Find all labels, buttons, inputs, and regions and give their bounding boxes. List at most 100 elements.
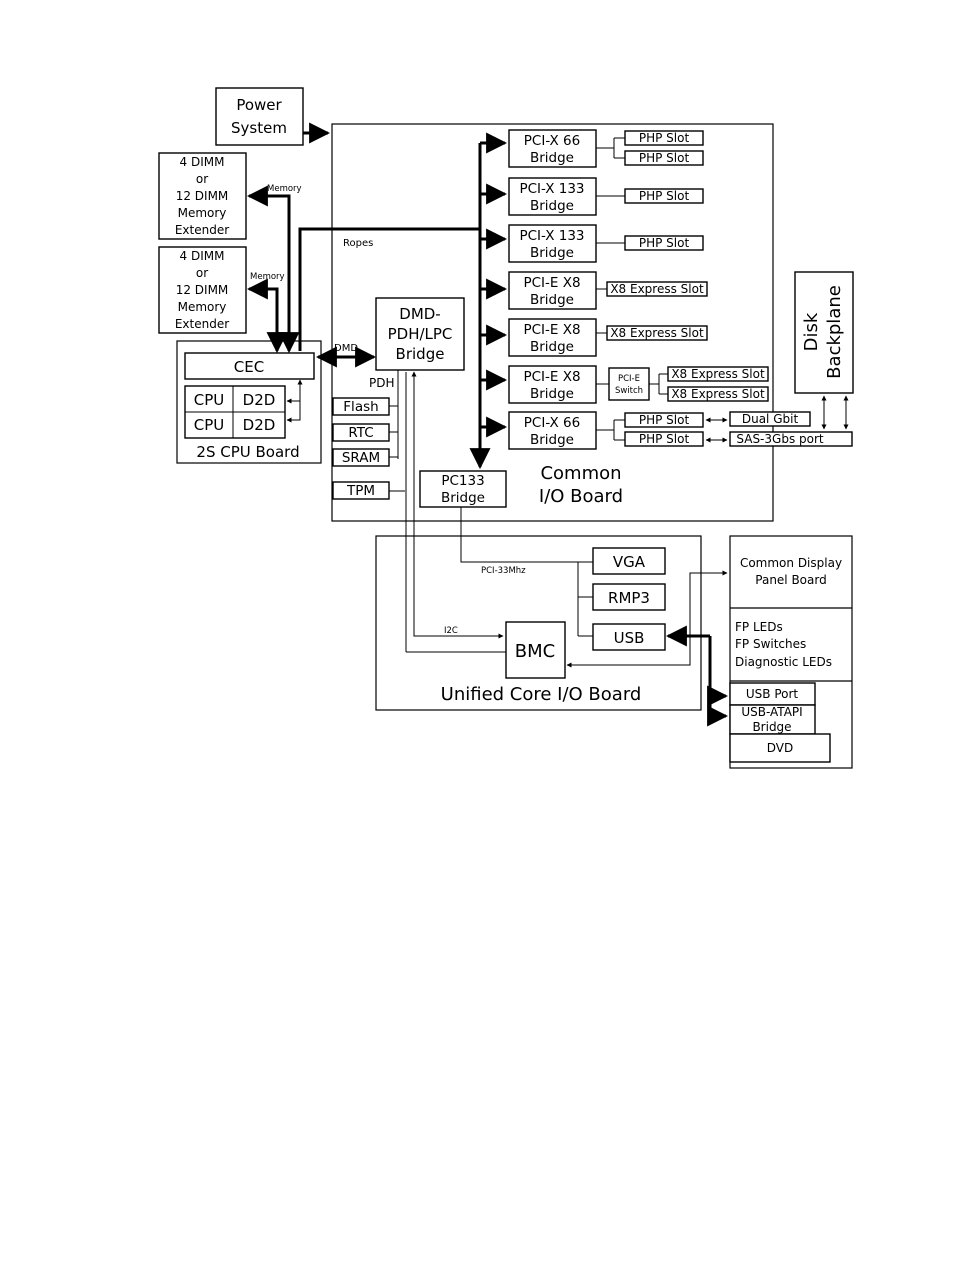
mem1-line-4: Memory: [178, 206, 227, 220]
rmp3-block: RMP3: [592, 583, 666, 611]
memory-extender-1: 4 DIMM or 12 DIMM Memory Extender: [158, 152, 247, 240]
bridge-2-line-1: PCI-X 133: [519, 181, 584, 197]
dmd-bridge-line-2: PDH/LPC: [388, 325, 453, 343]
unified-core-label: Unified Core I/O Board: [441, 684, 642, 705]
dmd-label: DMD: [334, 343, 358, 354]
php-slot-1: PHP Slot: [624, 130, 704, 146]
pcie-switch: PCI-E Switch: [608, 367, 650, 401]
bridge-7: PCI-X 66 Bridge: [508, 411, 597, 450]
php-slot-6: PHP Slot: [624, 431, 704, 447]
common-io-label-2: I/O Board: [539, 486, 623, 507]
x8-slot-3-label: X8 Express Slot: [671, 367, 765, 381]
dmd-bridge-line-1: DMD-: [399, 305, 440, 323]
disk-line-2: Backplane: [824, 285, 845, 379]
php-slot-4: PHP Slot: [624, 235, 704, 251]
bridge-2-line-2: Bridge: [530, 198, 574, 214]
cpu-board-label: 2S CPU Board: [196, 443, 299, 461]
bridge-3: PCI-X 133 Bridge: [508, 224, 597, 263]
php-slot-3: PHP Slot: [624, 188, 704, 204]
power-system: Power System: [215, 87, 304, 146]
x8-express-slot-3: X8 Express Slot: [667, 366, 769, 382]
fp-line-3: Diagnostic LEDs: [735, 655, 832, 669]
disk-line-1: Disk: [801, 312, 822, 351]
dmd-bridge-line-3: Bridge: [396, 345, 445, 363]
memory-label-1: Memory: [267, 184, 302, 194]
dvd-label: DVD: [767, 741, 793, 755]
mem2-line-1: 4 DIMM: [180, 249, 225, 263]
bridge-4-line-2: Bridge: [530, 292, 574, 308]
usb-atapi-line-2: Bridge: [752, 720, 791, 734]
x8-slot-4-label: X8 Express Slot: [671, 387, 765, 401]
d2d-1: D2D: [243, 391, 276, 409]
php-slot-3-label: PHP Slot: [639, 189, 690, 203]
bridge-4: PCI-E X8 Bridge: [508, 271, 597, 310]
x8-express-slot-2: X8 Express Slot: [606, 325, 708, 341]
usb-port: USB Port: [729, 682, 816, 706]
mem2-line-3: 12 DIMM: [176, 283, 229, 297]
x8-slot-1-label: X8 Express Slot: [610, 282, 704, 296]
usb-atapi-bridge: USB-ATAPI Bridge: [729, 704, 816, 735]
mem2-line-2: or: [196, 266, 208, 280]
common-io-label-1: Common: [540, 463, 621, 484]
flash-label: Flash: [343, 399, 378, 415]
fp-line-1: FP LEDs: [735, 620, 783, 634]
rmp3-label: RMP3: [608, 589, 650, 607]
bridge-2: PCI-X 133 Bridge: [508, 177, 597, 216]
bridge-5-line-1: PCI-E X8: [523, 322, 580, 338]
pc133-bridge: PC133 Bridge: [419, 470, 507, 508]
x8-slot-2-label: X8 Express Slot: [610, 326, 704, 340]
display-panel-board-frame: [729, 535, 853, 769]
pci33-label: PCI-33Mhz: [481, 566, 526, 576]
dual-gbit-label: Dual Gbit: [742, 412, 799, 426]
flash-block: Flash: [332, 397, 390, 416]
bridge-6-line-2: Bridge: [530, 386, 574, 402]
vga-label: VGA: [613, 553, 646, 571]
display-line-1: Common Display: [740, 556, 842, 570]
cpu-d2d-grid: CPU D2D CPU D2D: [184, 385, 286, 439]
bridge-1: PCI-X 66 Bridge: [508, 129, 597, 168]
pc133-line-1: PC133: [441, 473, 484, 489]
usb-label: USB: [614, 629, 645, 647]
memory-extender-2: 4 DIMM or 12 DIMM Memory Extender: [158, 246, 247, 334]
dual-gbit: Dual Gbit: [729, 411, 811, 427]
php-slot-5: PHP Slot: [624, 412, 704, 428]
mem1-line-5: Extender: [175, 223, 229, 237]
bridge-4-line-1: PCI-E X8: [523, 275, 580, 291]
pc133-line-2: Bridge: [441, 490, 485, 506]
pcie-switch-line-1: PCI-E: [618, 374, 640, 384]
ropes-label: Ropes: [343, 238, 373, 249]
sram-label: SRAM: [342, 450, 380, 466]
mem1-line-2: or: [196, 172, 208, 186]
x8-express-slot-4: X8 Express Slot: [667, 386, 769, 402]
usb-block: USB: [592, 623, 666, 651]
sas-port: SAS-3Gbs port: [729, 431, 853, 447]
php-slot-5-label: PHP Slot: [639, 413, 690, 427]
bmc-block: BMC: [505, 621, 566, 679]
i2c-label: I2C: [444, 626, 458, 636]
bridge-5: PCI-E X8 Bridge: [508, 318, 597, 357]
tpm-label: TPM: [346, 483, 375, 499]
cpu-2: CPU: [194, 416, 225, 434]
mem2-line-4: Memory: [178, 300, 227, 314]
dmd-pdh-lpc-bridge: DMD- PDH/LPC Bridge: [375, 297, 465, 371]
bridge-3-line-2: Bridge: [530, 245, 574, 261]
pdh-label: PDH: [369, 376, 395, 390]
bridge-7-line-1: PCI-X 66: [524, 415, 580, 431]
bridge-6-line-1: PCI-E X8: [523, 369, 580, 385]
sram-block: SRAM: [332, 448, 390, 467]
mem2-line-5: Extender: [175, 317, 229, 331]
php-slot-1-label: PHP Slot: [639, 131, 690, 145]
disk-backplane: Disk Backplane: [794, 271, 854, 394]
usb-port-label: USB Port: [746, 687, 799, 701]
fp-line-2: FP Switches: [735, 637, 806, 651]
vga-block: VGA: [592, 547, 666, 575]
mem1-line-3: 12 DIMM: [176, 189, 229, 203]
php-slot-2: PHP Slot: [624, 150, 704, 166]
bridge-7-line-2: Bridge: [530, 432, 574, 448]
tpm-block: TPM: [332, 481, 390, 500]
power-line-1: Power: [236, 96, 282, 114]
bridge-5-line-2: Bridge: [530, 339, 574, 355]
display-line-2: Panel Board: [755, 573, 826, 587]
bridge-1-line-1: PCI-X 66: [524, 133, 580, 149]
bridge-3-line-1: PCI-X 133: [519, 228, 584, 244]
